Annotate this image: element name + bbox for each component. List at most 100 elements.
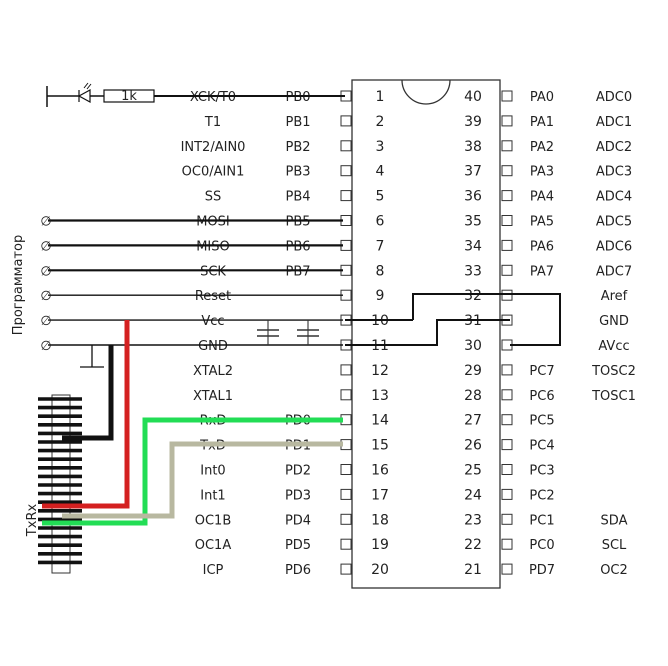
port-label: PD3 bbox=[285, 488, 311, 503]
function-label: ADC0 bbox=[596, 90, 632, 105]
pin-pad-left bbox=[340, 140, 352, 152]
pin-number: 29 bbox=[464, 363, 482, 379]
function-label: TOSC1 bbox=[591, 389, 636, 404]
port-label: PC4 bbox=[529, 439, 554, 454]
pin-pad-right bbox=[501, 190, 513, 202]
port-label: PB5 bbox=[285, 215, 310, 230]
chip-notch bbox=[401, 79, 451, 105]
function-label: Reset bbox=[195, 289, 231, 304]
pin-number: 2 bbox=[376, 114, 385, 130]
port-label: PD5 bbox=[285, 538, 311, 553]
port-label: PB7 bbox=[285, 264, 310, 279]
function-label: OC1A bbox=[195, 538, 232, 553]
function-label: XCK/T0 bbox=[190, 90, 236, 105]
port-label: PC3 bbox=[529, 464, 554, 479]
function-label: ADC4 bbox=[596, 190, 632, 205]
txd-wire-gray bbox=[62, 441, 343, 519]
gnd-wire-black bbox=[62, 345, 114, 441]
pin-pad-left bbox=[340, 364, 352, 376]
pin-number: 34 bbox=[464, 238, 482, 254]
port-label: PB1 bbox=[285, 115, 310, 130]
port-label: PA3 bbox=[530, 165, 554, 180]
pin-pad-left bbox=[340, 115, 352, 127]
function-label: SCL bbox=[602, 538, 627, 553]
pin-number: 28 bbox=[464, 388, 482, 404]
function-label: OC2 bbox=[600, 563, 628, 578]
function-label: XTAL1 bbox=[193, 389, 233, 404]
led-light-arrows-icon bbox=[83, 82, 92, 90]
pin-number: 14 bbox=[371, 413, 389, 429]
vcc-wire-red bbox=[42, 320, 130, 509]
pin-pad-right bbox=[501, 264, 513, 276]
wiring bbox=[42, 320, 343, 526]
pin-pad-right bbox=[501, 289, 513, 301]
port-label: PC1 bbox=[529, 513, 554, 528]
port-label: PB2 bbox=[285, 140, 310, 155]
function-label: OC1B bbox=[195, 513, 232, 528]
port-label: PB6 bbox=[285, 239, 310, 254]
pin-pad-right bbox=[501, 389, 513, 401]
port-label: PA7 bbox=[530, 264, 554, 279]
pin-pad-left bbox=[340, 538, 352, 550]
pin-pad-right bbox=[501, 115, 513, 127]
pin-pad-right bbox=[501, 140, 513, 152]
function-label: INT2/AIN0 bbox=[181, 140, 246, 155]
port-label: PD2 bbox=[285, 464, 311, 479]
pin-pad-right bbox=[501, 538, 513, 550]
pin-number: 38 bbox=[464, 139, 482, 155]
pin-pad-right bbox=[501, 563, 513, 575]
pin-number: 8 bbox=[376, 263, 385, 279]
function-label: MOSI bbox=[196, 215, 230, 230]
function-label: XTAL2 bbox=[193, 364, 233, 379]
pin-pad-left bbox=[340, 165, 352, 177]
pin-pad-right bbox=[501, 165, 513, 177]
gnd-gnd-jumper-2 bbox=[345, 319, 510, 346]
port-label: PA2 bbox=[530, 140, 554, 155]
pin-number: 26 bbox=[464, 438, 482, 454]
port-label: PC0 bbox=[529, 538, 554, 553]
port-label: PC2 bbox=[529, 488, 554, 503]
pin-pad-left bbox=[340, 464, 352, 475]
pin-number: 23 bbox=[464, 512, 482, 528]
function-label: ADC5 bbox=[596, 215, 632, 230]
port-label: PA0 bbox=[530, 90, 554, 105]
terminal-icon: ∅ bbox=[40, 215, 51, 230]
aref-avcc-jumper bbox=[412, 293, 561, 346]
pin-number: 24 bbox=[464, 487, 482, 503]
port-label: PB3 bbox=[285, 165, 310, 180]
pin-number: 25 bbox=[464, 463, 482, 479]
decoupling-capacitors bbox=[257, 320, 319, 345]
pin-number: 15 bbox=[371, 438, 389, 454]
pin-pad-right bbox=[501, 513, 513, 525]
pin-pad-right bbox=[501, 90, 513, 102]
pin-number: 12 bbox=[371, 363, 389, 379]
function-label: ADC6 bbox=[596, 239, 632, 254]
pin-number: 9 bbox=[376, 288, 385, 304]
function-label: GND bbox=[198, 339, 228, 354]
function-label: ADC1 bbox=[596, 115, 632, 130]
function-label: ADC3 bbox=[596, 165, 632, 180]
pin-number: 22 bbox=[464, 537, 482, 553]
pin-number: 6 bbox=[376, 214, 385, 230]
pin-pad-left bbox=[340, 563, 352, 575]
port-label: PC5 bbox=[529, 414, 554, 429]
pin-number: 4 bbox=[376, 164, 385, 180]
pin-number: 32 bbox=[464, 288, 482, 304]
function-label: GND bbox=[599, 314, 629, 329]
pin-number: 40 bbox=[464, 89, 482, 105]
function-label: Int0 bbox=[200, 464, 225, 479]
terminal-icon: ∅ bbox=[40, 264, 51, 279]
pin-number: 7 bbox=[376, 238, 385, 254]
pin-number: 20 bbox=[371, 562, 389, 578]
pin-number: 37 bbox=[464, 164, 482, 180]
function-label: Aref bbox=[601, 289, 628, 304]
pin-pad-left bbox=[340, 513, 352, 525]
pin-number: 39 bbox=[464, 114, 482, 130]
function-label: ADC2 bbox=[596, 140, 632, 155]
terminal-icon: ∅ bbox=[40, 339, 51, 354]
pin-number: 18 bbox=[371, 512, 389, 528]
connector-label: TxRx bbox=[25, 504, 40, 538]
pin-pad-right bbox=[501, 364, 513, 376]
function-label: Int1 bbox=[200, 488, 225, 503]
